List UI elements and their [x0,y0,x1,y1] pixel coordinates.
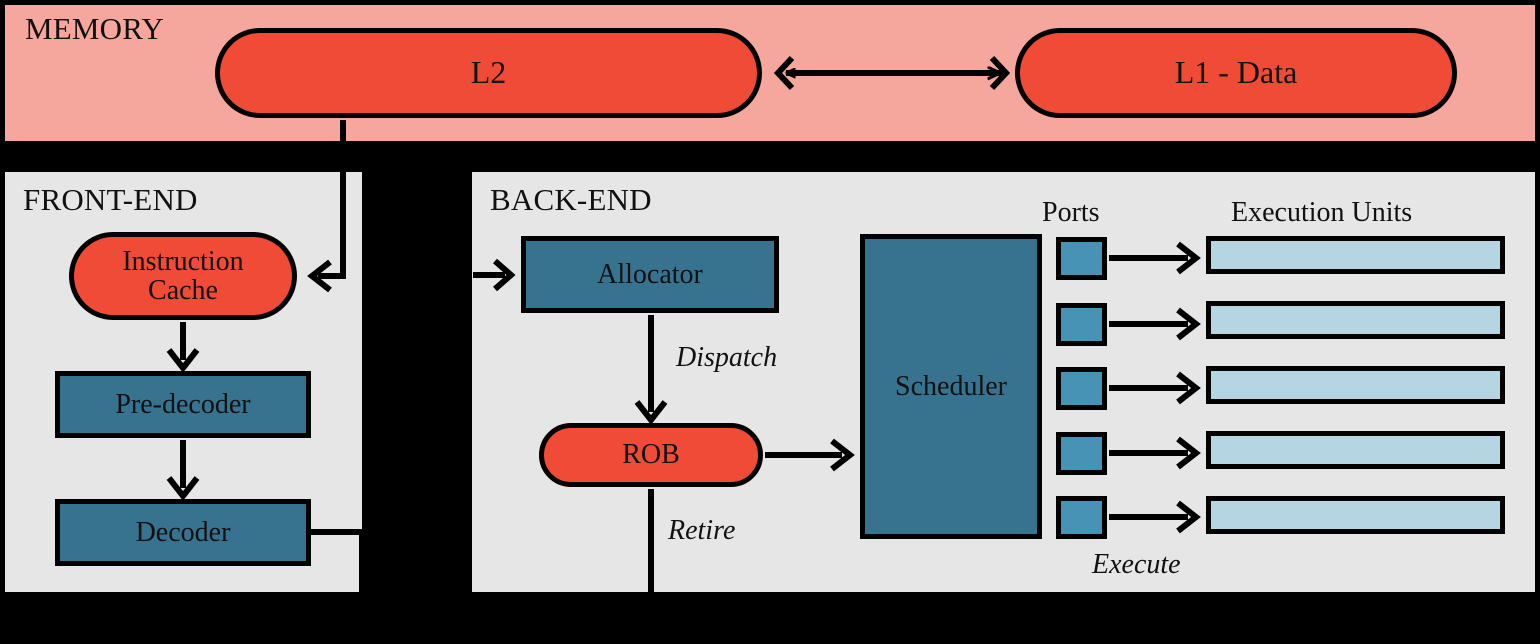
node-pre-decoder[interactable]: Pre-decoder [55,371,311,438]
port-box-3[interactable] [1056,432,1107,475]
execution-unit-1[interactable] [1206,301,1505,339]
execution-unit-0[interactable] [1206,236,1505,274]
memory-panel-title: MEMORY [25,11,165,46]
node-l1-data[interactable]: L1 - Data [1015,28,1457,118]
port-box-2[interactable] [1056,367,1107,410]
node-instruction-cache-label-line1: Instruction [122,245,244,277]
node-rob[interactable]: ROB [539,423,763,487]
node-allocator-label: Allocator [597,258,703,290]
node-scheduler[interactable]: Scheduler [860,234,1042,539]
ports-group-label: Ports [1042,197,1100,228]
port-box-1[interactable] [1056,303,1107,346]
node-rob-label: ROB [622,439,680,471]
node-l2[interactable]: L2 [215,28,762,118]
flow-label-dispatch: Dispatch [676,342,778,373]
port-box-0[interactable] [1056,237,1107,280]
backend-panel-title: BACK-END [490,182,652,217]
node-instruction-cache[interactable]: Instruction Cache [69,232,297,320]
execution-units-group-label: Execution Units [1231,197,1413,228]
node-scheduler-label: Scheduler [895,370,1007,402]
execution-unit-4[interactable] [1206,496,1505,534]
execution-unit-2[interactable] [1206,366,1505,404]
node-decoder[interactable]: Decoder [55,499,311,566]
node-pre-decoder-label: Pre-decoder [115,388,251,420]
flow-label-retire: Retire [668,515,736,546]
execution-unit-3[interactable] [1206,431,1505,469]
node-instruction-cache-label-line2: Cache [148,275,218,306]
frontend-panel-title: FRONT-END [23,182,198,217]
port-box-4[interactable] [1056,496,1107,539]
flow-label-execute: Execute [1092,549,1181,580]
node-allocator[interactable]: Allocator [521,236,779,313]
node-decoder-label: Decoder [135,516,231,548]
node-l1-data-label: L1 - Data [1174,54,1298,91]
node-l2-label: L2 [470,54,507,91]
